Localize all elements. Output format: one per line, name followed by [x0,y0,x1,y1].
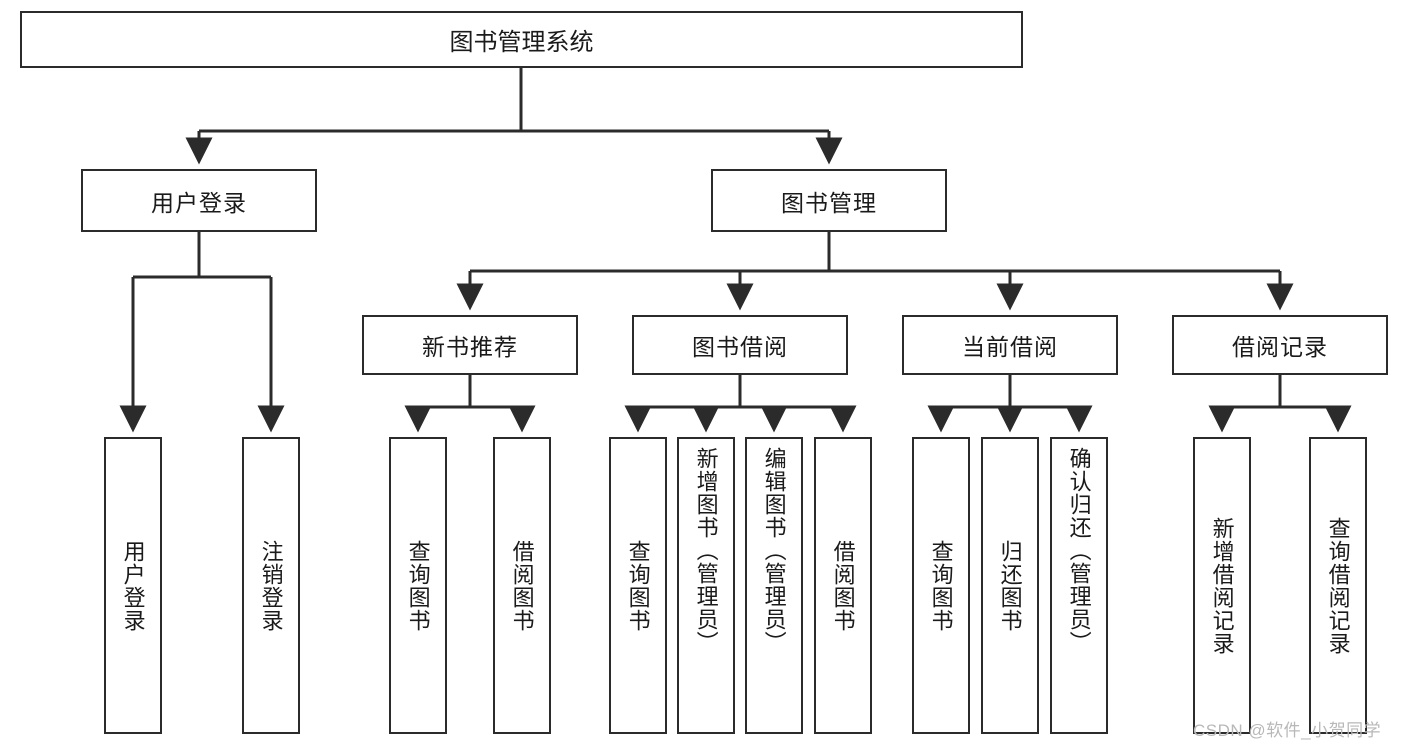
watermark-credit: CSDN @软件_小贺同学 [1193,721,1382,740]
node-leaf-return-book-label: 归还图书 [997,539,1023,632]
node-leaf-add-record-label: 新增借阅记录 [1209,516,1235,655]
node-leaf-query-book-3-label: 查询图书 [928,539,954,632]
node-book-manage-label: 图书管理 [781,189,877,216]
node-leaf-logout-login-label: 注销登录 [258,539,284,632]
node-leaf-confirm-return-label: 确认归还（管理员） [1066,447,1092,654]
node-leaf-edit-book[interactable]: 编辑图书（管理员） [745,437,803,734]
node-leaf-borrow-book-1[interactable]: 借阅图书 [493,437,551,734]
node-leaf-confirm-return[interactable]: 确认归还（管理员） [1050,437,1108,734]
node-leaf-add-record[interactable]: 新增借阅记录 [1193,437,1251,734]
node-leaf-query-book-2-label: 查询图书 [625,539,651,632]
node-leaf-borrow-book-2[interactable]: 借阅图书 [814,437,872,734]
node-leaf-query-book-1-label: 查询图书 [405,539,431,632]
node-leaf-query-record[interactable]: 查询借阅记录 [1309,437,1367,734]
node-leaf-query-book-1[interactable]: 查询图书 [389,437,447,734]
node-leaf-add-book-label: 新增图书（管理员） [693,447,719,654]
node-root-label: 图书管理系统 [449,29,594,56]
node-leaf-borrow-book-2-label: 借阅图书 [830,539,856,632]
node-leaf-user-login[interactable]: 用户登录 [104,437,162,734]
node-leaf-borrow-book-1-label: 借阅图书 [509,539,535,632]
node-book-manage[interactable]: 图书管理 [711,169,947,232]
node-current-borrow-label: 当前借阅 [962,334,1058,360]
node-book-borrow-label: 图书借阅 [692,334,788,360]
node-borrow-record[interactable]: 借阅记录 [1172,315,1388,375]
node-leaf-query-book-3[interactable]: 查询图书 [912,437,970,734]
node-new-book-recommend[interactable]: 新书推荐 [362,315,578,375]
node-new-book-recommend-label: 新书推荐 [422,334,518,360]
node-leaf-edit-book-label: 编辑图书（管理员） [761,447,787,654]
node-leaf-user-login-label: 用户登录 [120,539,146,632]
node-borrow-record-label: 借阅记录 [1232,334,1328,360]
node-leaf-query-record-label: 查询借阅记录 [1325,516,1351,655]
node-user-login-label: 用户登录 [151,189,247,216]
node-leaf-return-book[interactable]: 归还图书 [981,437,1039,734]
node-book-borrow[interactable]: 图书借阅 [632,315,848,375]
node-root[interactable]: 图书管理系统 [20,11,1023,68]
node-user-login[interactable]: 用户登录 [81,169,317,232]
node-leaf-query-book-2[interactable]: 查询图书 [609,437,667,734]
node-leaf-add-book[interactable]: 新增图书（管理员） [677,437,735,734]
node-current-borrow[interactable]: 当前借阅 [902,315,1118,375]
node-leaf-logout-login[interactable]: 注销登录 [242,437,300,734]
